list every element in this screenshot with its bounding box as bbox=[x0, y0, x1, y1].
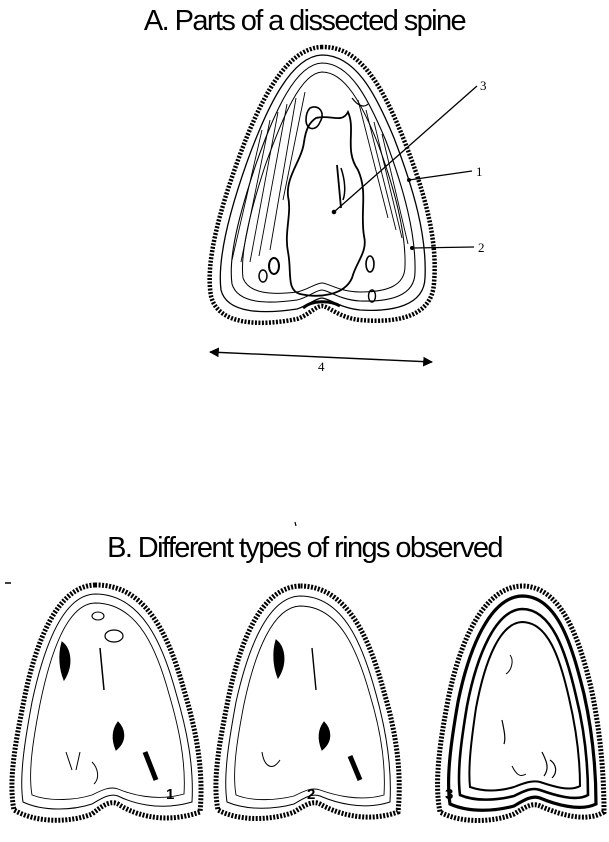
ring-type-1-strokes bbox=[66, 752, 98, 784]
ring-type-2-mark-4 bbox=[350, 756, 360, 780]
ring-type-3-ring-a bbox=[449, 596, 596, 810]
leader-line-3 bbox=[334, 86, 477, 212]
ring-type-3-mark-4 bbox=[512, 766, 526, 776]
label-1: 1 bbox=[476, 164, 483, 179]
ring-type-3-label: 3 bbox=[445, 786, 453, 803]
ring-type-3-mark-2 bbox=[502, 720, 505, 744]
label-3: 3 bbox=[480, 78, 487, 93]
ring-type-2-mark-2 bbox=[312, 648, 316, 690]
vascular-cell-3 bbox=[366, 256, 374, 272]
pith-mark bbox=[337, 165, 341, 208]
cortex-point bbox=[411, 247, 414, 250]
label-4: 4 bbox=[318, 359, 325, 374]
vascular-cell-1 bbox=[269, 258, 279, 274]
vascular-cell-2 bbox=[259, 270, 267, 282]
ring-type-1 bbox=[12, 585, 201, 820]
scan-speck-1 bbox=[295, 522, 296, 526]
ring-type-1-mark-1 bbox=[60, 642, 70, 680]
leader-line-1 bbox=[409, 171, 472, 180]
ring-type-2-label: 2 bbox=[307, 786, 315, 803]
ring-type-3-ring-c bbox=[469, 622, 580, 790]
ring-type-1-mark-2 bbox=[100, 648, 104, 690]
fiber-lines-left bbox=[232, 92, 305, 262]
ring-type-1-label: 1 bbox=[166, 786, 174, 803]
ring-type-2-strokes bbox=[262, 752, 280, 766]
ring-type-1-cell-2 bbox=[92, 612, 104, 620]
spine-ring-3 bbox=[242, 72, 405, 293]
pith-mark-2 bbox=[341, 168, 345, 200]
ring-type-1-cell-1 bbox=[105, 630, 123, 642]
spine-pith-cavity bbox=[287, 112, 365, 296]
label-2: 2 bbox=[478, 240, 485, 255]
ring-type-1-mark-3 bbox=[113, 722, 124, 750]
dissected-spine-diagram bbox=[210, 47, 477, 362]
ring-type-2-mark-1 bbox=[274, 640, 284, 678]
leader-line-2 bbox=[412, 247, 474, 248]
spine-ring-1 bbox=[220, 55, 425, 312]
pith-point bbox=[332, 210, 336, 214]
ring-type-3-mark-1 bbox=[506, 655, 512, 674]
ring-type-1-mark-4 bbox=[145, 752, 156, 780]
ring-type-2-mark-3 bbox=[319, 722, 330, 750]
ring-point bbox=[408, 179, 411, 182]
ring-type-2 bbox=[216, 586, 399, 819]
ring-type-3 bbox=[438, 586, 604, 821]
ring-type-3-mark-3 bbox=[542, 752, 556, 778]
